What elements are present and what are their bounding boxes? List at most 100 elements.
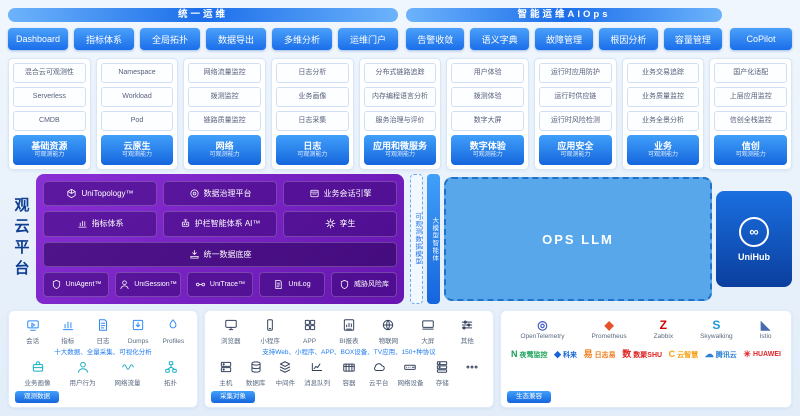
platform-module[interactable]: UniAgent™	[43, 271, 109, 297]
ecosystem-badge-label: HUAWEI	[752, 351, 781, 358]
data-type-item: Dumps	[127, 318, 149, 346]
shield-icon	[339, 279, 350, 290]
copilot-wrap: CoPilot	[730, 8, 792, 50]
aiops-button[interactable]: 告警收敛	[406, 28, 465, 50]
platform-module[interactable]: UniLog	[259, 271, 325, 297]
capability-item: 业务交易追踪	[626, 63, 700, 83]
data-type-label: 日志	[96, 338, 110, 345]
platform-module[interactable]: 业务会话引擎	[283, 181, 397, 207]
ecosystem-logo-label: OpenTelemetry	[520, 333, 565, 340]
unified-ops-button[interactable]: 全局拓扑	[140, 28, 200, 50]
unified-ops-button[interactable]: 多维分析	[272, 28, 332, 50]
platform-module[interactable]: 孪生	[283, 211, 397, 237]
aiops-button[interactable]: 容量管理	[663, 28, 723, 50]
platform-module[interactable]: 指标体系	[43, 211, 157, 237]
platform-module[interactable]: UniTrace™	[187, 271, 253, 297]
unified-ops-button[interactable]: 数据导出	[206, 28, 266, 50]
ecosystem-badge-icon: ✳	[743, 349, 751, 359]
aiops-group: 智能运维AIOps 告警收敛语义字典故障管理根因分析容量管理	[406, 8, 723, 50]
sliders-icon	[460, 318, 474, 337]
aiops-button[interactable]: 根因分析	[599, 28, 658, 50]
monitor-icon	[224, 318, 238, 337]
platform-module[interactable]: 数据治理平台	[163, 181, 277, 207]
ops-llm-box[interactable]: OPS LLM	[444, 177, 712, 301]
capability-footer-button[interactable]: 网络可观测能力	[188, 135, 262, 165]
capability-footer-button[interactable]: 数字体验可观测能力	[451, 135, 525, 165]
ecosystem-badge-icon: ☁	[704, 349, 714, 359]
capability-sublabel: 可观测能力	[648, 152, 679, 158]
capability-column: 业务交易追踪业务质量监控业务全景分析业务可观测能力	[621, 58, 705, 170]
capability-footer-button[interactable]: 日志可观测能力	[276, 135, 349, 165]
ecosystem-logo-icon: ◣	[760, 318, 771, 332]
collect-object-label: 浏览器	[220, 338, 241, 345]
collect-object-label: 中间件	[275, 380, 296, 387]
screen-icon	[421, 318, 435, 337]
data-type-item: Profiles	[162, 318, 184, 346]
capability-item: 业务全景分析	[626, 111, 700, 131]
cloud-icon	[372, 360, 386, 379]
unified-ops-button[interactable]: 运维门户	[338, 28, 398, 50]
topo-icon	[164, 360, 178, 379]
capability-item: CMDB	[13, 111, 86, 131]
unified-ops-button[interactable]: Dashboard	[8, 28, 68, 50]
capability-item: 日志分析	[276, 63, 349, 83]
capability-footer-button[interactable]: 基础资源可观测能力	[13, 135, 86, 165]
capability-item: 国产化适配	[714, 63, 788, 83]
platform-module[interactable]: 护栏智能体系 AI™	[163, 211, 277, 237]
person-icon	[119, 279, 130, 290]
mq-icon	[278, 360, 292, 379]
copilot-button[interactable]: CoPilot	[730, 28, 792, 50]
aiops-button[interactable]: 故障管理	[534, 28, 594, 50]
capability-column: 运行时应用防护运行时供应链运行时风险检测应用安全可观测能力	[534, 58, 617, 170]
platform-module[interactable]: UniTopology™	[43, 181, 157, 207]
ecosystem-badge-icon: 数	[622, 349, 632, 359]
capability-footer-button[interactable]: 业务可观测能力	[626, 135, 700, 165]
capability-footer-button[interactable]: 信创可观测能力	[714, 135, 788, 165]
collect-object-label: 大屏	[421, 338, 435, 345]
link-icon	[195, 279, 206, 290]
ecosystem-badge: 易日志易	[584, 350, 616, 360]
ecosystem-badge: ☁腾讯云	[705, 350, 737, 360]
ecosystem-logo-icon: Z	[659, 318, 667, 332]
capability-sublabel: 可观测能力	[472, 152, 503, 158]
capability-item: 运行时供应链	[539, 87, 612, 107]
platform-module-label: 指标体系	[91, 219, 124, 229]
data-type-label: Profiles	[162, 338, 185, 345]
collect-object-item: 容器	[338, 360, 360, 388]
capability-item: Pod	[100, 111, 174, 131]
ecosystem-logo-label: Prometheus	[591, 333, 627, 340]
ecosystem-logo: ◣Istio	[760, 318, 772, 341]
collect-object-item: 物联网	[377, 318, 399, 346]
aiops-button[interactable]: 语义字典	[470, 28, 529, 50]
ecosystem-badge-label: 日志易	[594, 351, 616, 359]
capability-footer-button[interactable]: 应用安全可观测能力	[539, 135, 612, 165]
collect-object-item: 小程序	[259, 318, 281, 346]
platform-module[interactable]: UniSession™	[115, 271, 181, 297]
ecosystem-badge: 数数聚SHU	[622, 350, 662, 360]
data-type-item: 业务画像	[25, 360, 51, 388]
ecosystem-badge-label: 腾讯云	[715, 351, 737, 359]
unihub-box[interactable]: ∞ UniHub	[716, 191, 792, 287]
collect-object-item: 网络设备	[397, 360, 423, 388]
collect-object-item: 消息队列	[304, 360, 330, 388]
container-icon	[342, 360, 356, 379]
platform-module[interactable]: 统一数据底座	[43, 241, 397, 267]
capability-item: 拨测监控	[188, 87, 262, 107]
platform-module-label: UniAgent™	[65, 280, 102, 288]
capability-footer-button[interactable]: 云原生可观测能力	[100, 135, 174, 165]
capability-item: Serverless	[13, 87, 86, 107]
capability-column: 网络流量监控拨测监控链路质量监控网络可观测能力	[183, 58, 267, 170]
collect-object-label: 数据库	[245, 380, 266, 387]
unihub-logo-icon: ∞	[739, 216, 769, 247]
unified-ops-button[interactable]: 指标体系	[74, 28, 134, 50]
capability-footer-button[interactable]: 应用和微服务可观测能力	[363, 135, 437, 165]
robot-icon	[180, 218, 191, 229]
platform-module[interactable]: 威胁风险库	[331, 271, 397, 297]
